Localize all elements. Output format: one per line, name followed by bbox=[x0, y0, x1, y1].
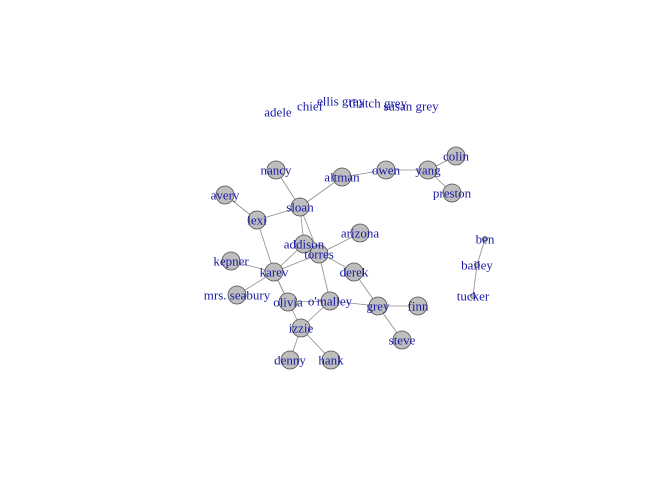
node-label-chief: chief bbox=[297, 99, 324, 114]
node-finn bbox=[408, 296, 428, 316]
node-tucker bbox=[470, 293, 476, 299]
node-arizona bbox=[350, 223, 370, 243]
node-hank bbox=[321, 350, 341, 370]
node-label-finn: finn bbox=[408, 299, 429, 314]
node-label-lexi: lexi bbox=[247, 213, 267, 228]
node-nancy bbox=[266, 160, 286, 180]
node-label-tucker: tucker bbox=[457, 289, 490, 304]
node-label-bailey: bailey bbox=[461, 258, 493, 273]
node-kepner bbox=[221, 251, 241, 271]
node-mrs-seabury bbox=[227, 285, 247, 305]
node-yang bbox=[418, 160, 438, 180]
node-altman bbox=[332, 167, 352, 187]
node-label-nancy: nancy bbox=[260, 163, 292, 178]
node-label-arizona: arizona bbox=[341, 226, 379, 241]
node-olivia bbox=[278, 292, 298, 312]
node-label-sloan: sloan bbox=[286, 200, 314, 215]
node-label-derek: derek bbox=[340, 265, 369, 280]
node-label-owen: owen bbox=[372, 163, 401, 178]
node-label-avery: avery bbox=[211, 188, 240, 203]
node-label-susan-grey: susan grey bbox=[383, 99, 439, 114]
node-label-yang: yang bbox=[415, 163, 441, 178]
node-label-izzie: izzie bbox=[289, 321, 314, 336]
node-label-ben: ben bbox=[476, 232, 495, 247]
node-sloan bbox=[290, 197, 310, 217]
node-izzie bbox=[291, 318, 311, 338]
node-label-steve: steve bbox=[389, 333, 416, 348]
node-preston bbox=[442, 183, 462, 203]
node-lexi bbox=[247, 210, 267, 230]
node-derek bbox=[344, 262, 364, 282]
node-bailey bbox=[474, 262, 480, 268]
node-label-torres: torres bbox=[304, 247, 334, 262]
node-colin bbox=[446, 146, 466, 166]
node-ben bbox=[482, 236, 488, 242]
node-label-grey: grey bbox=[366, 299, 390, 314]
node-avery bbox=[215, 185, 235, 205]
node-label-o-malley: o'malley bbox=[308, 294, 353, 309]
edge-bailey-tucker bbox=[472, 264, 478, 297]
node-label-preston: preston bbox=[433, 186, 472, 201]
node-label-karev: karev bbox=[260, 265, 289, 280]
node-label-addison: addison bbox=[284, 237, 325, 252]
node-owen bbox=[376, 160, 396, 180]
node-karev bbox=[264, 262, 284, 282]
node-label-hank: hank bbox=[318, 353, 344, 368]
node-addison bbox=[294, 234, 314, 254]
node-label-mrs-seabury: mrs. seabury bbox=[204, 288, 271, 303]
node-denny bbox=[280, 350, 300, 370]
node-label-thatch-grey: thatch grey bbox=[349, 96, 408, 111]
node-label-adele: adele bbox=[264, 105, 292, 120]
node-steve bbox=[392, 330, 412, 350]
node-label-colin: colin bbox=[443, 149, 469, 164]
node-label-altman: altman bbox=[324, 170, 360, 185]
node-o-malley bbox=[320, 291, 340, 311]
node-label-denny: denny bbox=[274, 353, 306, 368]
nodes-layer bbox=[215, 146, 488, 370]
node-label-olivia: olivia bbox=[273, 295, 303, 310]
node-grey bbox=[368, 296, 388, 316]
node-torres bbox=[309, 244, 329, 264]
edge-ben-bailey bbox=[476, 238, 486, 266]
node-label-ellis-grey: ellis grey bbox=[317, 94, 366, 109]
node-label-kepner: kepner bbox=[213, 254, 249, 269]
